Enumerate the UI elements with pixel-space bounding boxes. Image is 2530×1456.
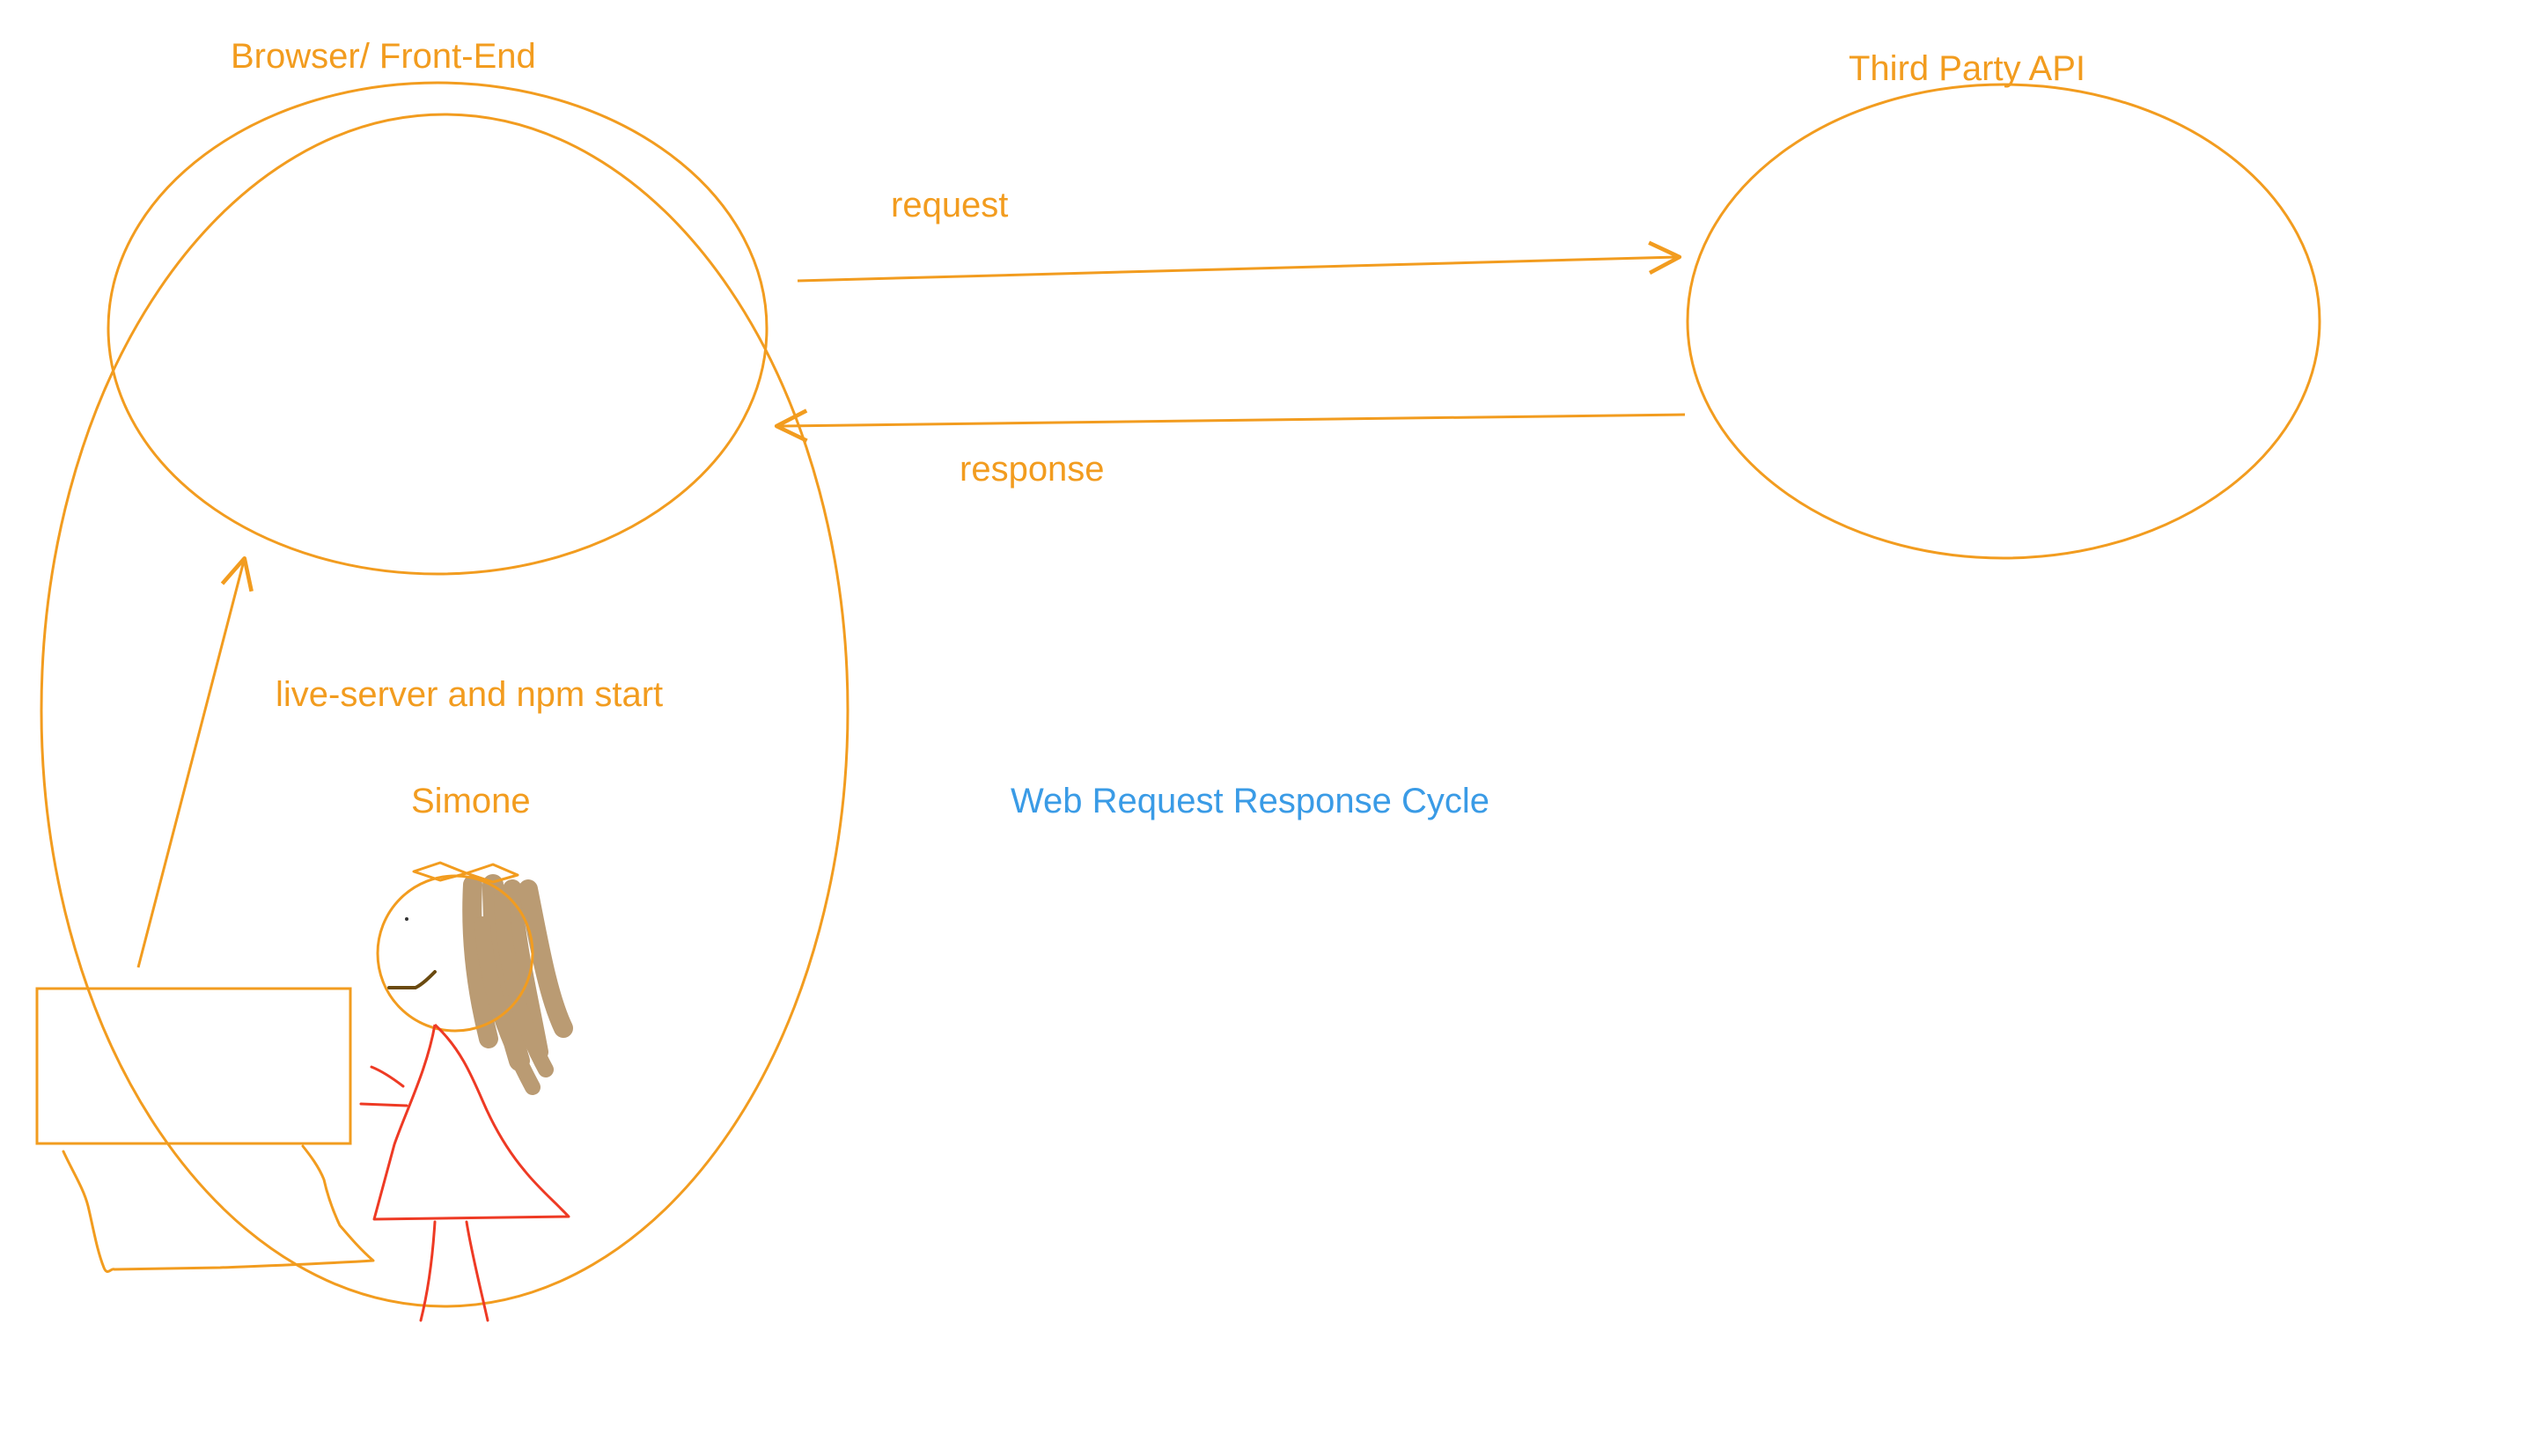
arm: [370, 1065, 405, 1088]
laptop-base: [62, 1144, 375, 1273]
diagram-title: Web Request Response Cycle: [1011, 782, 1489, 820]
arm-lower: [359, 1102, 408, 1107]
request-label: request: [891, 186, 1008, 224]
request-arrow: [797, 240, 1682, 283]
local-server-label: live-server and npm start: [276, 675, 663, 714]
local-machine-node: [40, 113, 849, 1308]
person-name-label: Simone: [411, 782, 531, 820]
launch-arrow: [136, 555, 254, 968]
browser-node: [107, 81, 769, 576]
head: [376, 874, 534, 1033]
hair-bow: [412, 861, 519, 884]
mouth: [387, 970, 437, 989]
hair: [462, 874, 573, 1095]
left-leg: [419, 1220, 437, 1322]
browser-label: Browser/ Front-End: [231, 37, 536, 76]
right-leg: [465, 1220, 489, 1322]
laptop-screen: [35, 987, 352, 1145]
response-arrow: [774, 408, 1686, 443]
eye: [405, 917, 408, 921]
api-label: Third Party API: [1849, 49, 2085, 88]
api-node: [1686, 83, 2321, 560]
response-label: response: [960, 450, 1105, 489]
dress: [372, 1023, 570, 1221]
person-figure: [359, 861, 573, 1322]
